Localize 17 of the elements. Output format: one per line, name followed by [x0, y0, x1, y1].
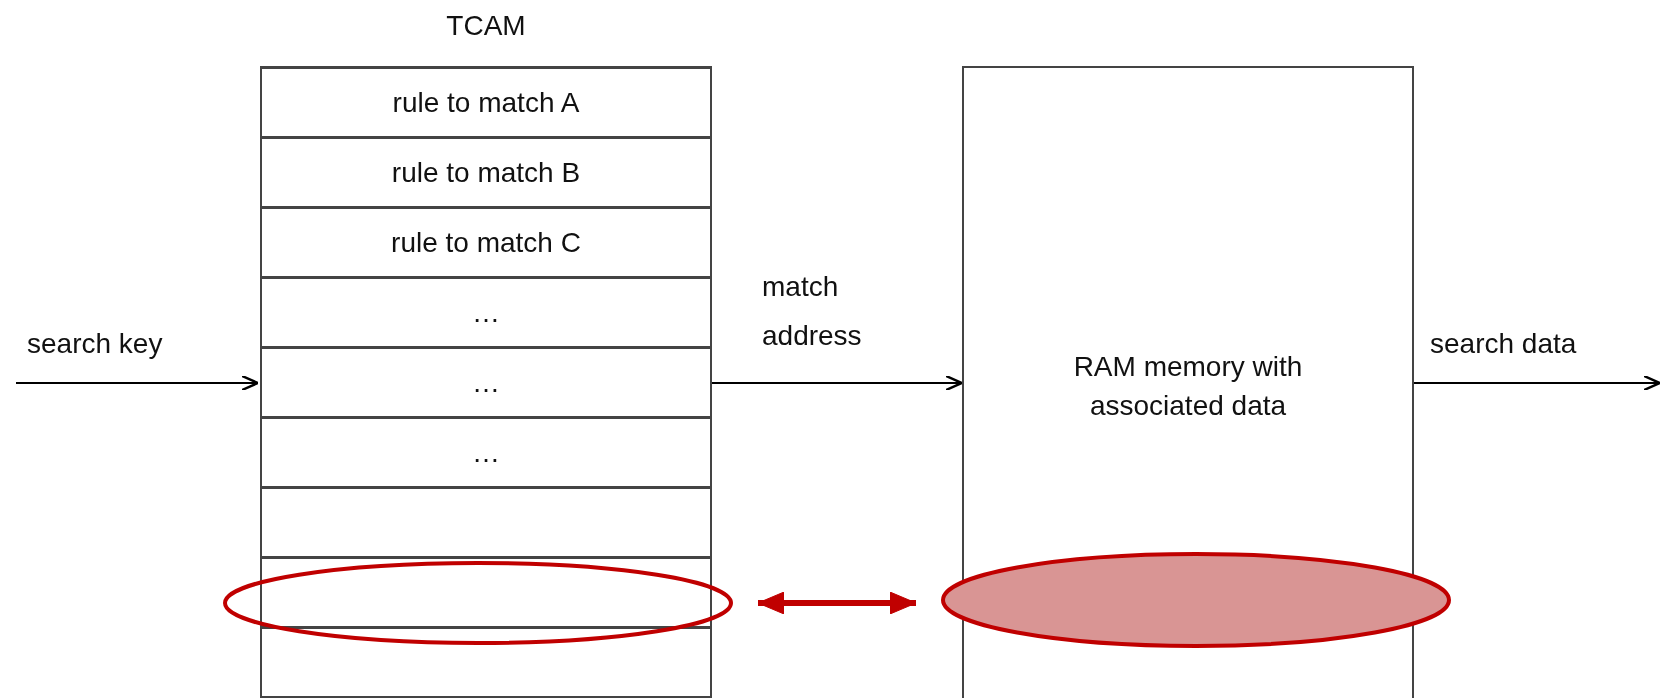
table-row: rule to match B: [260, 137, 712, 208]
table-row: …: [260, 347, 712, 418]
table-row: [260, 487, 712, 558]
table-row: rule to match A: [260, 67, 712, 138]
table-row: rule to match C: [260, 207, 712, 278]
table-row: [260, 627, 712, 698]
table-row: [260, 557, 712, 628]
arrow: [711, 374, 964, 392]
memory-label: RAM memory with associated data: [1072, 349, 1304, 423]
highlight-ellipse: [223, 561, 733, 645]
double-arrow: [757, 591, 917, 615]
highlight-ellipse: [941, 552, 1451, 648]
arrow: [15, 374, 260, 392]
table-row: …: [260, 417, 712, 488]
table-row: …: [260, 277, 712, 348]
arrow: [1413, 374, 1662, 392]
table-heading: TCAM: [445, 10, 527, 42]
